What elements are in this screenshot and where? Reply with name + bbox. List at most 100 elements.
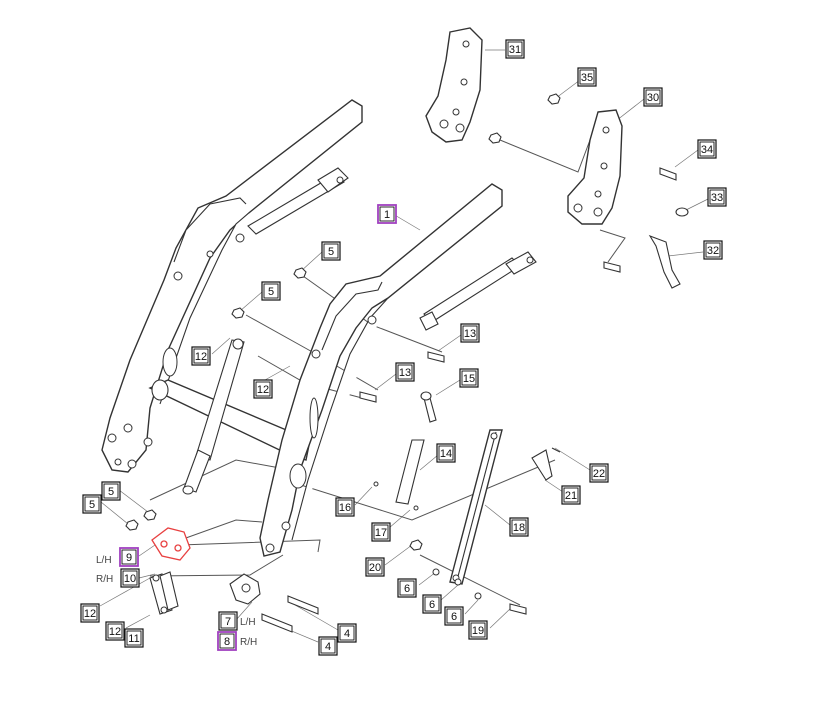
callout-number: 5	[328, 246, 334, 258]
callout-box	[377, 204, 397, 224]
callout-box	[119, 547, 139, 567]
callout-c15: 15	[459, 368, 479, 388]
callout-number: 1	[384, 209, 390, 221]
callout-inner-frame	[470, 622, 486, 638]
callout-inner-frame	[84, 496, 100, 512]
leader-lines	[99, 49, 709, 643]
callout-inner-frame	[563, 487, 579, 503]
callout-number: 32	[707, 245, 719, 257]
callout-number: 6	[429, 599, 435, 611]
callout-c21: 21	[561, 485, 581, 505]
callout-number: 9	[126, 552, 132, 564]
callout-number: 14	[440, 448, 452, 460]
callout-inner-frame	[511, 519, 527, 535]
callout-box	[321, 241, 341, 261]
callout-inner-frame	[122, 570, 138, 586]
callout-inner-frame	[323, 243, 339, 259]
callout-c19: 19	[468, 620, 488, 640]
callout-number: 17	[375, 527, 387, 539]
callout-number: 10	[124, 573, 136, 585]
callout-box	[371, 522, 391, 542]
callout-c14: 14	[436, 443, 456, 463]
callout-c17: 17	[371, 522, 391, 542]
callout-c35: 35	[577, 67, 597, 87]
highlighted-bracket-part-9	[151, 527, 191, 561]
callout-inner-frame	[461, 370, 477, 386]
callout-number: 22	[593, 468, 605, 480]
callout-box	[82, 494, 102, 514]
callout-c10: 10	[120, 568, 140, 588]
callout-box	[561, 485, 581, 505]
callout-inner-frame	[699, 141, 715, 157]
callout-box	[101, 481, 121, 501]
callout-inner-frame	[424, 596, 440, 612]
callout-number: 5	[108, 486, 114, 498]
callout-c5a: 5	[321, 241, 341, 261]
callout-box	[444, 606, 464, 626]
callout-c31: 31	[505, 39, 525, 59]
callout-number: 35	[581, 72, 593, 84]
side-label-rh-8: R/H	[240, 637, 257, 648]
callout-number: 12	[109, 626, 121, 638]
hardware	[125, 93, 689, 633]
callout-box	[422, 594, 442, 614]
mount-bracket-part-31	[425, 27, 483, 143]
callout-box	[505, 39, 525, 59]
callout-number: 33	[711, 192, 723, 204]
callout-inner-frame	[337, 499, 353, 515]
callout-c20: 20	[365, 557, 385, 577]
mount-bracket-part-30	[567, 109, 623, 225]
callout-box	[217, 631, 237, 651]
callout-number: 12	[257, 384, 269, 396]
callout-c16: 16	[335, 497, 355, 517]
callout-inner-frame	[399, 580, 415, 596]
callout-inner-frame	[591, 465, 607, 481]
callout-c12d: 12	[105, 621, 125, 641]
callout-c30: 30	[643, 87, 663, 107]
callout-box	[253, 379, 273, 399]
callout-box	[643, 87, 663, 107]
callout-number: 20	[369, 562, 381, 574]
callout-box	[703, 240, 723, 260]
callout-box	[261, 281, 281, 301]
callout-c12c: 12	[80, 603, 100, 623]
callout-number: 15	[463, 373, 475, 385]
callout-c6a: 6	[397, 578, 417, 598]
callout-box	[105, 621, 125, 641]
callout-c22: 22	[589, 463, 609, 483]
callout-number: 34	[701, 144, 713, 156]
callout-number: 16	[339, 502, 351, 514]
callout-box	[395, 362, 415, 382]
callout-box	[120, 568, 140, 588]
callout-box	[460, 323, 480, 343]
callout-inner-frame	[320, 638, 336, 654]
callout-c1: 1	[377, 204, 397, 224]
main-loader-arm-part-1	[259, 183, 503, 557]
callout-c18: 18	[509, 517, 529, 537]
callout-inner-frame	[579, 69, 595, 85]
left-loader-arm	[101, 99, 363, 495]
callout-c5d: 5	[82, 494, 102, 514]
callout-number: 13	[399, 367, 411, 379]
callout-box	[365, 557, 385, 577]
callout-number: 19	[472, 625, 484, 637]
callout-c12b: 12	[253, 379, 273, 399]
callout-c5c: 5	[101, 481, 121, 501]
callout-number: 31	[509, 44, 521, 56]
callout-number: 5	[268, 286, 274, 298]
callout-box	[436, 443, 456, 463]
callout-number: 8	[224, 636, 230, 648]
callout-c9: 9	[119, 547, 139, 567]
callout-box	[468, 620, 488, 640]
callout-inner-frame	[446, 608, 462, 624]
callout-inner-frame	[397, 364, 413, 380]
callout-inner-frame	[367, 559, 383, 575]
callout-number: 30	[647, 92, 659, 104]
callout-number: 21	[565, 490, 577, 502]
callout-number: 6	[404, 583, 410, 595]
callout-number: 4	[325, 641, 331, 653]
callout-box	[589, 463, 609, 483]
callout-inner-frame	[126, 630, 142, 646]
callout-inner-frame	[379, 206, 395, 222]
